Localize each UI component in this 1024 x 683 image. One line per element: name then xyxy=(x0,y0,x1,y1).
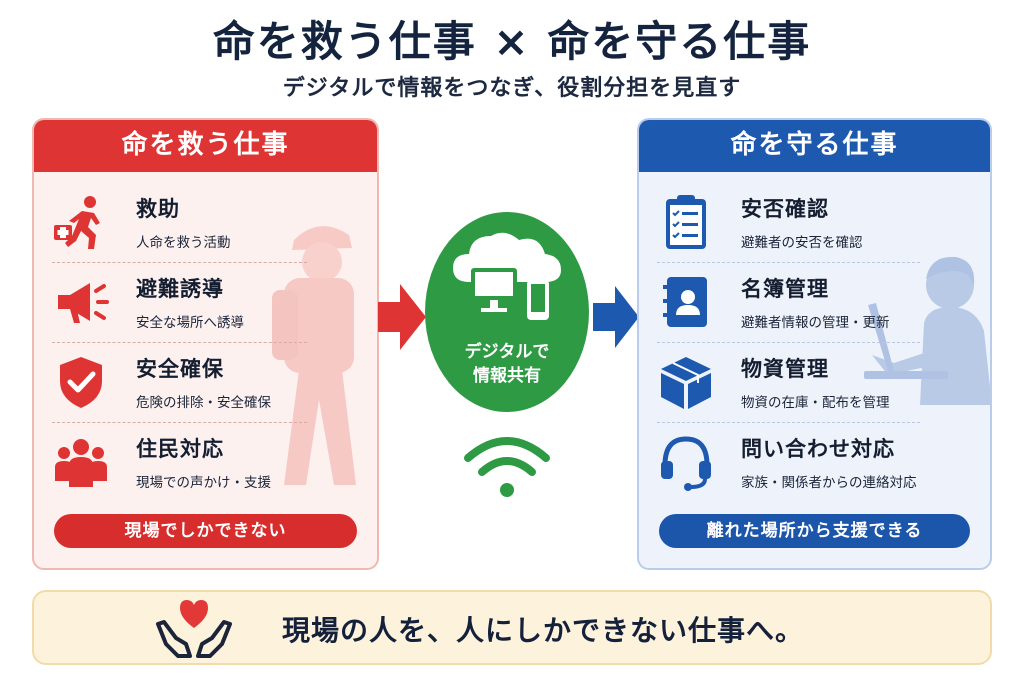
rescue-item: 救助 人命を救う活動 xyxy=(52,182,359,262)
item-desc: 安全な場所へ誘導 xyxy=(136,315,244,331)
item-desc: 危険の排除・安全確保 xyxy=(136,395,271,411)
page-subtitle: デジタルで情報をつなぎ、役割分担を見直す xyxy=(282,76,742,101)
arrow-right-blue-icon xyxy=(593,286,639,348)
headset-icon xyxy=(657,433,715,491)
evacuation-item: 避難誘導 安全な場所へ誘導 xyxy=(52,262,359,342)
divider xyxy=(52,262,307,263)
residents-group-icon xyxy=(52,433,110,491)
item-title: 名簿管理 xyxy=(741,277,829,301)
divider xyxy=(52,422,307,423)
inquiry-item: 問い合わせ対応 家族・関係者からの連絡対応 xyxy=(657,422,972,502)
arrow-right-red-icon xyxy=(378,284,426,350)
digital-sharing-label: デジタルで 情報共有 xyxy=(425,340,589,388)
item-desc: 現場での声かけ・支援 xyxy=(136,475,271,491)
roster-item: 名簿管理 避難者情報の管理・更新 xyxy=(657,262,972,342)
megaphone-icon xyxy=(52,273,110,331)
divider xyxy=(657,342,920,343)
onsite-only-badge: 現場でしかできない xyxy=(54,514,357,548)
footer-banner: 現場の人を、人にしかできない仕事へ。 xyxy=(32,590,992,665)
cloud-devices-icon xyxy=(453,232,561,320)
item-desc: 避難者の安否を確認 xyxy=(741,235,863,251)
item-desc: 物資の在庫・配布を管理 xyxy=(741,395,890,411)
office-worker-illustration xyxy=(864,256,990,405)
safety-item: 安全確保 危険の排除・安全確保 xyxy=(52,342,359,422)
item-desc: 避難者情報の管理・更新 xyxy=(741,315,890,331)
divider xyxy=(657,262,920,263)
item-desc: 家族・関係者からの連絡対応 xyxy=(741,475,917,491)
shield-check-icon xyxy=(52,353,110,411)
page-title: 命を救う仕事 × 命を守る仕事 xyxy=(212,17,812,66)
digital-label-line2: 情報共有 xyxy=(473,366,541,386)
supply-box-icon xyxy=(657,353,715,411)
residents-item: 住民対応 現場での声かけ・支援 xyxy=(52,422,359,502)
digital-label-line1: デジタルで xyxy=(464,342,550,362)
item-title: 住民対応 xyxy=(136,437,224,461)
divider xyxy=(52,342,307,343)
rescue-runner-icon xyxy=(52,193,110,251)
protect-lives-panel: 命を守る仕事 安否確認 避難者の安否を確認 xyxy=(637,118,992,570)
contact-book-icon xyxy=(657,273,715,331)
remote-support-badge: 離れた場所から支援できる xyxy=(659,514,970,548)
rescue-worker-illustration xyxy=(272,226,356,485)
wifi-icon xyxy=(464,437,550,497)
item-title: 安否確認 xyxy=(741,197,829,221)
footer-message: 現場の人を、人にしかできない仕事へ。 xyxy=(282,614,805,647)
safety-confirmation-item: 安否確認 避難者の安否を確認 xyxy=(657,182,972,262)
divider xyxy=(657,422,920,423)
protect-lives-heading: 命を守る仕事 xyxy=(639,120,990,172)
save-lives-panel: 命を救う仕事 救助 人命を救う活動 xyxy=(32,118,379,570)
save-lives-heading: 命を救う仕事 xyxy=(34,120,377,172)
supplies-item: 物資管理 物資の在庫・配布を管理 xyxy=(657,342,972,422)
item-title: 避難誘導 xyxy=(136,277,224,301)
item-title: 安全確保 xyxy=(136,357,224,381)
item-title: 物資管理 xyxy=(741,357,829,381)
item-title: 救助 xyxy=(136,197,180,221)
clipboard-checklist-icon xyxy=(657,193,715,251)
hands-heart-icon xyxy=(156,600,232,658)
item-desc: 人命を救う活動 xyxy=(136,235,231,251)
item-title: 問い合わせ対応 xyxy=(741,437,895,461)
